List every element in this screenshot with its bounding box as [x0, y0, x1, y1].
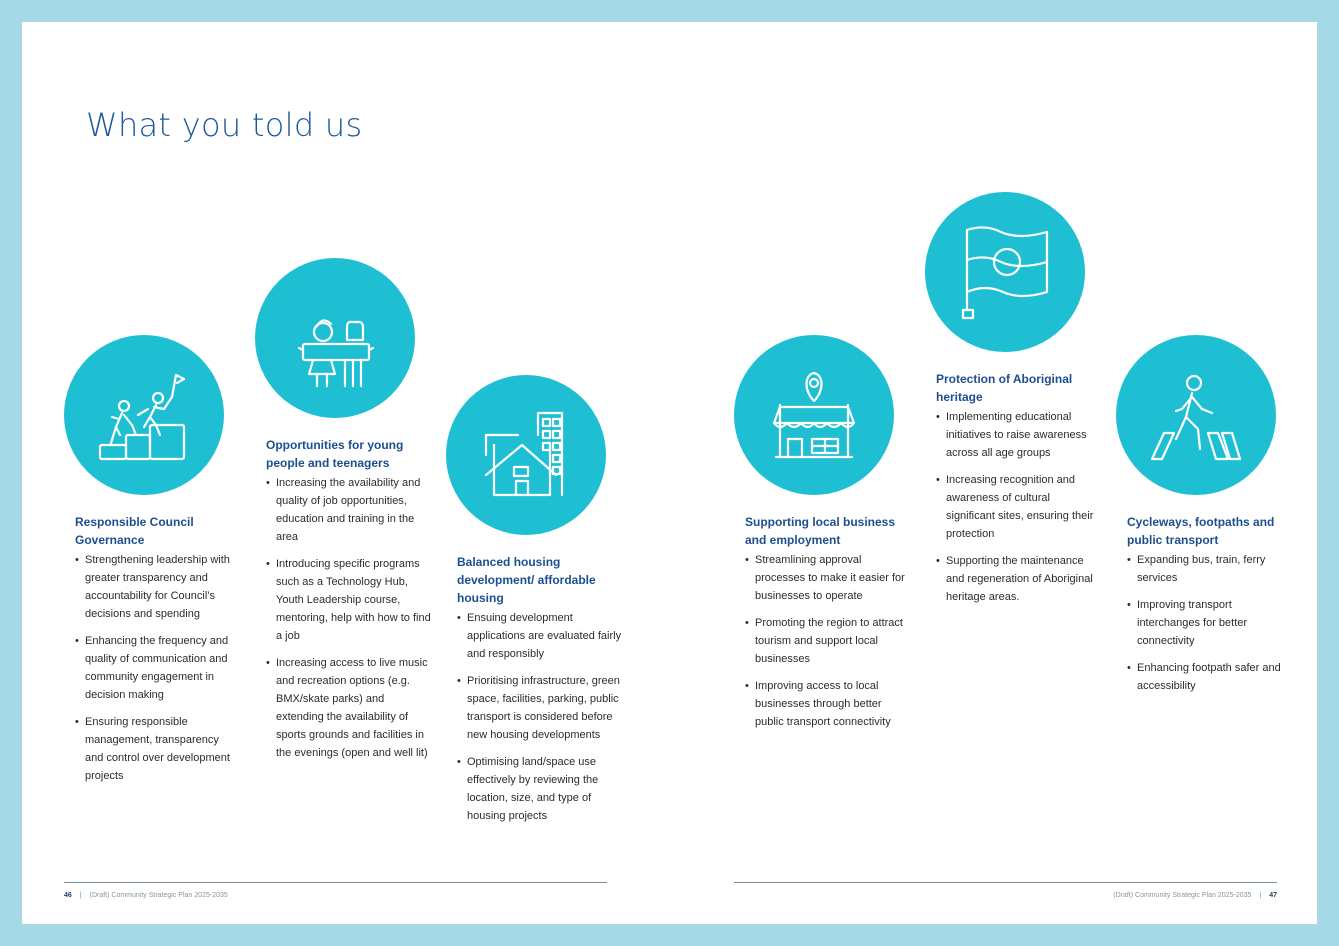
footer-rule-right [734, 882, 1277, 883]
shopfront-icon [734, 335, 894, 495]
theme-local-business: Supporting local business and employment… [745, 513, 910, 740]
list-item: Streamlining approval processes to make … [745, 551, 910, 605]
list-item: Prioritising infrastructure, green space… [457, 672, 622, 744]
list-item: Expanding bus, train, ferry services [1127, 551, 1292, 587]
theme-aboriginal-heritage: Protection of Aboriginal heritage Implem… [936, 370, 1101, 615]
list-item: Introducing specific programs such as a … [266, 555, 431, 645]
list-item: Enhancing footpath safer and accessibili… [1127, 659, 1292, 695]
theme-heading: Cycleways, footpaths and public transpor… [1127, 515, 1275, 547]
page-number-left: 46 [64, 892, 72, 899]
youth-with-sign-icon [255, 258, 415, 418]
list-item: Ensuing development applications are eva… [457, 609, 622, 663]
list-item: Supporting the maintenance and regenerat… [936, 552, 1101, 606]
footer-right: (Draft) Community Strategic Plan 2025-20… [1113, 892, 1277, 899]
pedestrian-crossing-icon [1116, 335, 1276, 495]
footer-doc-title-left: (Draft) Community Strategic Plan 2025-20… [89, 892, 228, 899]
climbing-podium-icon [64, 335, 224, 495]
list-item: Implementing educational initiatives to … [936, 408, 1101, 462]
theme-responsible-governance: Responsible Council Governance Strengthe… [75, 513, 240, 794]
house-and-apartment-icon [446, 375, 606, 535]
theme-young-people: Opportunities for young people and teena… [266, 436, 431, 771]
theme-heading: Balanced housing development/ affordable… [457, 555, 596, 605]
list-item: Ensuring responsible management, transpa… [75, 713, 240, 785]
list-item: Enhancing the frequency and quality of c… [75, 632, 240, 704]
footer-doc-title-right: (Draft) Community Strategic Plan 2025-20… [1113, 892, 1252, 899]
list-item: Increasing the availability and quality … [266, 474, 431, 546]
list-item: Increasing access to live music and recr… [266, 654, 431, 762]
list-item: Improving transport interchanges for bet… [1127, 596, 1292, 650]
list-item: Increasing recognition and awareness of … [936, 471, 1101, 543]
page-number-right: 47 [1269, 892, 1277, 899]
footer-left: 46|(Draft) Community Strategic Plan 2025… [64, 892, 228, 899]
list-item: Improving access to local businesses thr… [745, 677, 910, 731]
theme-balanced-housing: Balanced housing development/ affordable… [457, 553, 622, 834]
theme-cycleways-transport: Cycleways, footpaths and public transpor… [1127, 513, 1292, 704]
theme-heading: Supporting local business and employment [745, 515, 896, 547]
page-title: What you told us [86, 106, 363, 144]
list-item: Optimising land/space use effectively by… [457, 753, 622, 825]
list-item: Promoting the region to attract tourism … [745, 614, 910, 668]
footer-rule-left [64, 882, 607, 883]
aboriginal-flag-icon [925, 192, 1085, 352]
document-spread: What you told us Responsible Council Gov… [22, 22, 1317, 924]
theme-heading: Opportunities for young people and teena… [266, 438, 404, 470]
list-item: Strengthening leadership with greater tr… [75, 551, 240, 623]
theme-heading: Responsible Council Governance [75, 515, 194, 547]
theme-heading: Protection of Aboriginal heritage [936, 372, 1073, 404]
